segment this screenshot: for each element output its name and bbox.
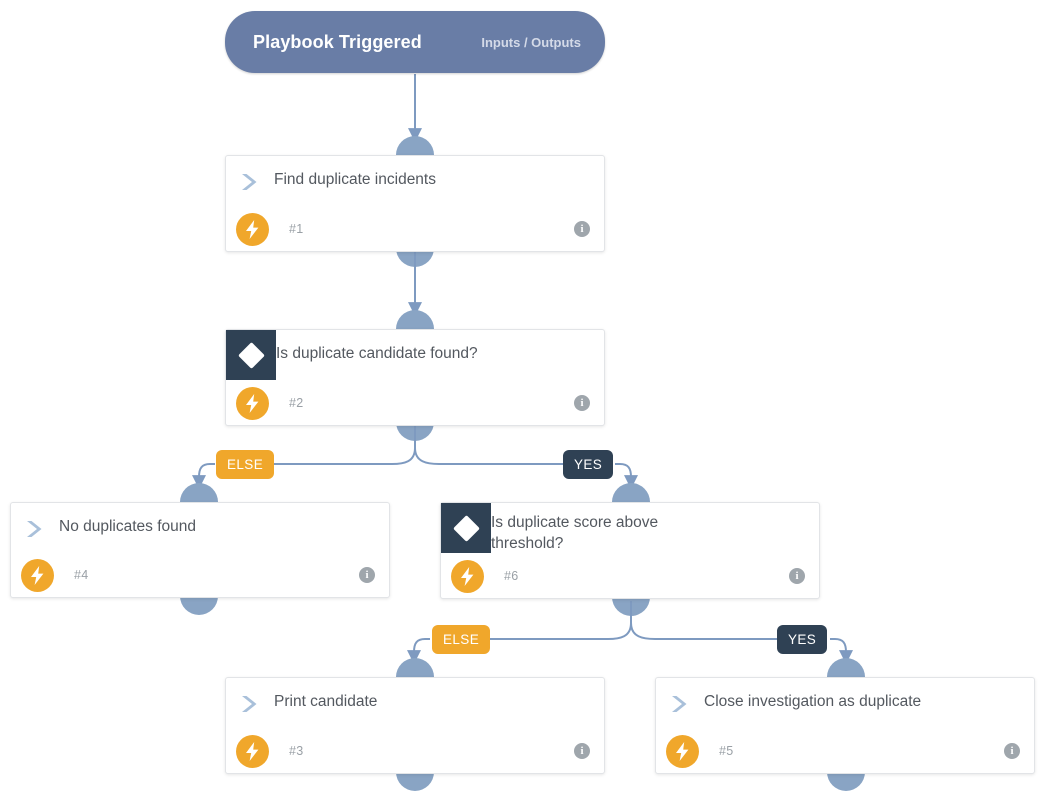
branch-badge-else-1[interactable]: ELSE xyxy=(216,450,275,479)
node-footer: #6 i xyxy=(441,554,819,598)
node-title: No duplicates found xyxy=(59,518,197,535)
node-title: Close investigation as duplicate xyxy=(704,693,922,710)
connector-split-right-1 xyxy=(414,447,585,465)
node-footer: #4 i xyxy=(11,553,389,597)
branch-badge-yes-1[interactable]: YES xyxy=(563,450,614,479)
info-icon[interactable]: i xyxy=(1004,743,1020,759)
connector-stub-n5-in xyxy=(827,658,865,677)
connector-else-drop-1 xyxy=(192,463,215,490)
node-header: Close investigation as duplicate xyxy=(656,678,1034,736)
node-number: #2 xyxy=(289,396,304,410)
node-header: Is duplicate candidate found? xyxy=(226,330,604,388)
connector-else-drop-2 xyxy=(407,638,430,665)
connector-stub-n3-in xyxy=(396,658,434,677)
info-icon[interactable]: i xyxy=(789,568,805,584)
branch-badge-else-2[interactable]: ELSE xyxy=(432,625,491,654)
node-number: #6 xyxy=(504,569,519,583)
connector-stub-n5-out xyxy=(827,772,865,791)
node-number: #5 xyxy=(719,744,734,758)
node-number: #1 xyxy=(289,222,304,236)
info-icon[interactable]: i xyxy=(359,567,375,583)
trigger-node[interactable]: Playbook Triggered Inputs / Outputs xyxy=(225,11,605,73)
chevron-icon xyxy=(656,680,704,728)
node-title: Is duplicate score above threshold? xyxy=(491,514,659,552)
node-title: Is duplicate candidate found? xyxy=(276,345,478,362)
info-icon[interactable]: i xyxy=(574,221,590,237)
connector-stub-n4-out xyxy=(180,596,218,615)
node-title: Find duplicate incidents xyxy=(274,171,436,188)
lightning-bolt-icon xyxy=(236,734,269,768)
node-header: Print candidate xyxy=(226,678,604,736)
task-node-find-duplicate-incidents[interactable]: Find duplicate incidents #1 i xyxy=(225,155,605,252)
node-footer: #1 i xyxy=(226,207,604,251)
diamond-icon xyxy=(441,503,491,553)
trigger-title: Playbook Triggered xyxy=(253,31,422,52)
node-footer: #2 i xyxy=(226,381,604,425)
condition-node-is-duplicate-candidate-found[interactable]: Is duplicate candidate found? #2 i xyxy=(225,329,605,426)
task-node-close-investigation-as-duplicate[interactable]: Close investigation as duplicate #5 i xyxy=(655,677,1035,774)
node-header: No duplicates found xyxy=(11,503,389,561)
connector-stub-n3-out xyxy=(396,772,434,791)
lightning-bolt-icon xyxy=(451,559,484,593)
connector-yes-drop-2 xyxy=(830,638,853,665)
connector-stub-n6-out xyxy=(612,597,650,616)
node-footer: #5 i xyxy=(656,729,1034,773)
node-header: Find duplicate incidents xyxy=(226,156,604,214)
connector-stub-n6-in xyxy=(612,483,650,502)
task-node-print-candidate[interactable]: Print candidate #3 i xyxy=(225,677,605,774)
lightning-bolt-icon xyxy=(21,558,54,592)
info-icon[interactable]: i xyxy=(574,743,590,759)
connector-yes-drop-1 xyxy=(615,463,638,490)
condition-node-is-duplicate-score-above-threshold[interactable]: Is duplicate score above threshold? #6 i xyxy=(440,502,820,599)
info-icon[interactable]: i xyxy=(574,395,590,411)
task-node-no-duplicates-found[interactable]: No duplicates found #4 i xyxy=(10,502,390,598)
chevron-icon xyxy=(226,680,274,728)
node-footer: #3 i xyxy=(226,729,604,773)
lightning-bolt-icon xyxy=(236,386,269,420)
node-header: Is duplicate score above threshold? xyxy=(441,503,819,561)
chevron-icon xyxy=(11,505,59,553)
trigger-inputs-outputs-link[interactable]: Inputs / Outputs xyxy=(481,34,581,50)
connector-stub-n2-in xyxy=(396,310,434,329)
chevron-icon xyxy=(226,158,274,206)
lightning-bolt-icon xyxy=(236,212,269,246)
node-number: #4 xyxy=(74,568,89,582)
connector-stub-n4-in xyxy=(180,483,218,502)
diamond-icon xyxy=(226,330,276,380)
connector-stub-n1-in xyxy=(396,136,434,155)
lightning-bolt-icon xyxy=(666,734,699,768)
branch-badge-yes-2[interactable]: YES xyxy=(777,625,828,654)
node-number: #3 xyxy=(289,744,304,758)
connector-split-right-2 xyxy=(630,622,800,640)
node-title: Print candidate xyxy=(274,693,378,710)
